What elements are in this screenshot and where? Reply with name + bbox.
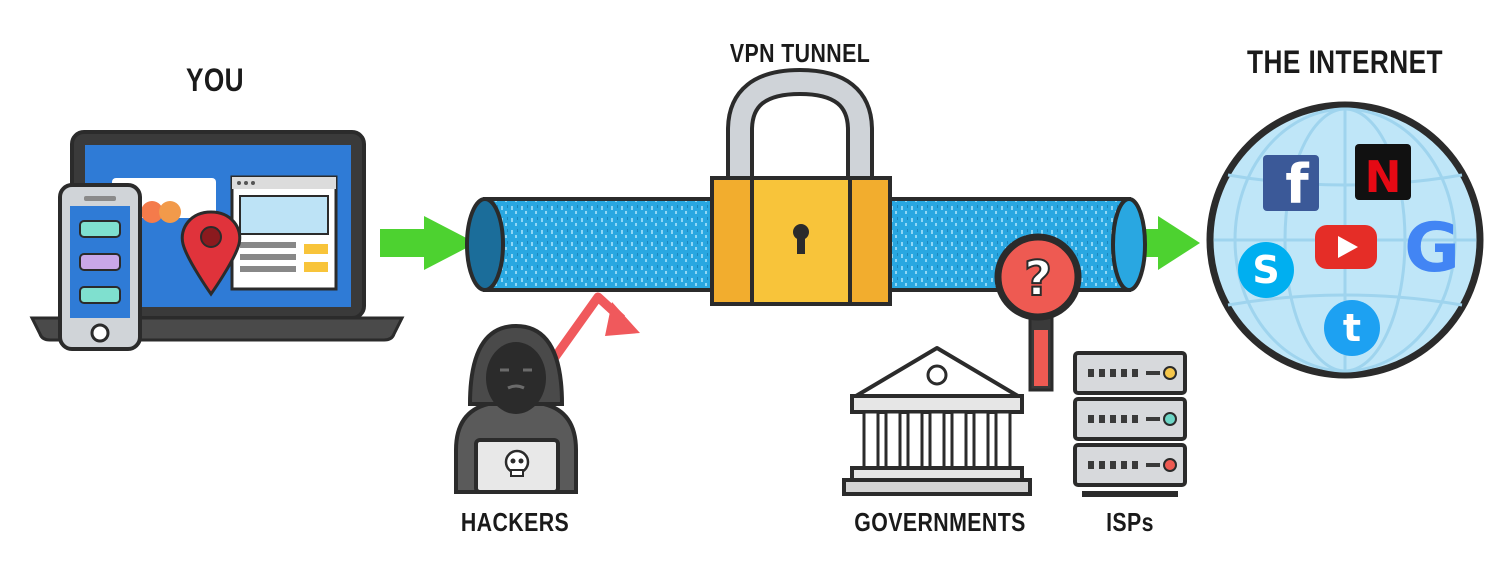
svg-text:?: ? xyxy=(1024,251,1052,307)
vpn-tunnel-label: VPN TUNNEL xyxy=(729,38,871,68)
skype-icon: S xyxy=(1238,242,1294,298)
svg-text:f: f xyxy=(1285,153,1309,216)
hackers-label: HACKERS xyxy=(460,507,570,537)
facebook-icon: f xyxy=(1263,153,1319,216)
svg-text:G: G xyxy=(1404,209,1460,288)
the-internet-label: THE INTERNET xyxy=(1247,44,1443,80)
hacker-icon xyxy=(454,323,578,494)
netflix-icon: N xyxy=(1355,144,1411,203)
twitter-icon: t xyxy=(1324,300,1380,356)
hacker-arrow-icon xyxy=(549,292,640,363)
svg-text:S: S xyxy=(1252,248,1279,292)
isps-label: ISPs xyxy=(1106,507,1154,537)
magnifier-icon: ? xyxy=(994,233,1082,392)
government-building-icon xyxy=(842,346,1032,496)
governments-label: GOVERNMENTS xyxy=(854,507,1026,537)
arrow-in-icon xyxy=(380,216,476,270)
youtube-icon xyxy=(1315,225,1377,269)
server-rack-icon xyxy=(1073,351,1187,497)
smartphone-icon xyxy=(58,183,142,351)
server-unit xyxy=(1073,443,1187,487)
server-unit xyxy=(1073,351,1187,395)
svg-text:N: N xyxy=(1365,152,1402,203)
svg-text:t: t xyxy=(1343,306,1361,350)
you-label: YOU xyxy=(185,62,245,98)
server-unit xyxy=(1073,397,1187,441)
padlock-icon xyxy=(710,67,892,306)
google-icon: G xyxy=(1404,209,1460,288)
